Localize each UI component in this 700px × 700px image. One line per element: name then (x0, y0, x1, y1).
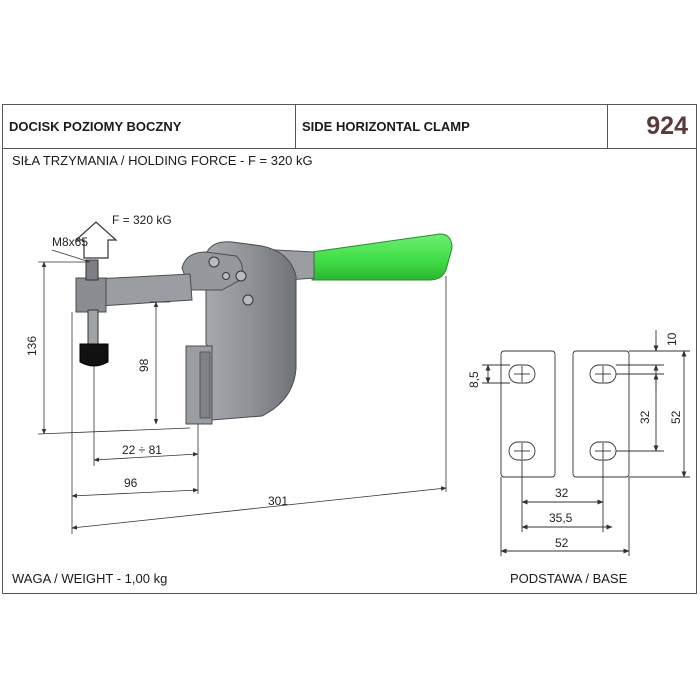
clamp-dimensions (37, 261, 447, 534)
holding-force-text: SIŁA TRZYMANIA / HOLDING FORCE - F = 320… (12, 153, 313, 168)
dim-8-5: 8,5 (467, 371, 481, 388)
base-plate-right (572, 350, 630, 478)
pivot-2 (235, 270, 247, 282)
force-arrow-icon (74, 221, 118, 259)
force-label: F = 320 kG (112, 213, 172, 227)
dim-98: 98 (137, 358, 151, 372)
model-number: 924 (646, 112, 688, 140)
spindle (87, 309, 99, 345)
base-label: PODSTAWA / BASE (510, 571, 628, 586)
dim-96: 96 (124, 476, 138, 490)
dim-32: 32 (555, 486, 569, 500)
dim-22-81: 22 ÷ 81 (122, 443, 162, 457)
spec-sheet-frame: DOCISK POZIOMY BOCZNY SIDE HORIZONTAL CL… (2, 104, 697, 594)
dim-301: 301 (268, 494, 288, 508)
dim-136: 136 (25, 336, 39, 356)
title-polish: DOCISK POZIOMY BOCZNY (3, 105, 296, 148)
handle-grip (311, 233, 453, 281)
dim-10: 10 (665, 332, 679, 346)
dim-32-vertical: 32 (638, 410, 652, 424)
pivot-3 (242, 294, 254, 306)
title-english: SIDE HORIZONTAL CLAMP (296, 105, 608, 148)
base-plate-left (500, 350, 556, 478)
header-row: DOCISK POZIOMY BOCZNY SIDE HORIZONTAL CL… (3, 105, 696, 149)
rubber-pad (79, 343, 109, 367)
pivot-1 (208, 256, 220, 268)
pivot-4 (222, 272, 230, 280)
dim-52: 52 (555, 536, 569, 550)
dim-35-5: 35,5 (549, 511, 573, 525)
clamp-illustration (75, 233, 453, 425)
dim-52-vertical: 52 (669, 410, 683, 424)
weight-text: WAGA / WEIGHT - 1,00 kg (12, 571, 168, 586)
slot-tl (508, 364, 536, 384)
base-plate-drawing (482, 330, 690, 556)
thread-label: M8x65 (52, 235, 88, 249)
